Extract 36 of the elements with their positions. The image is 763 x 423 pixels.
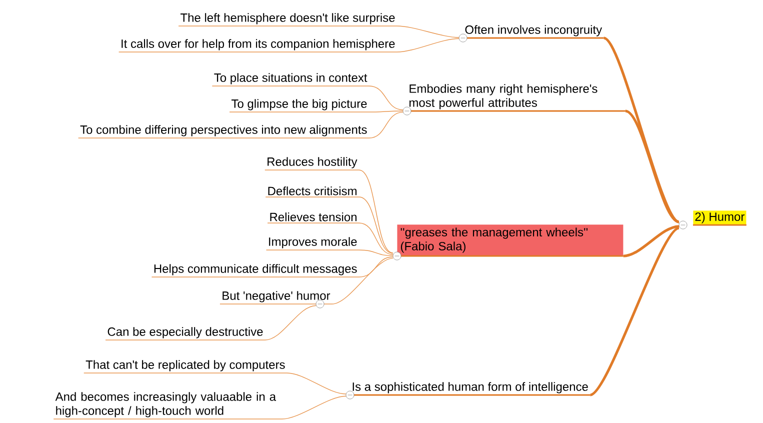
topic-text: Helps communicate difficult messages — [151, 264, 360, 278]
topic-text: Reduces hostility — [264, 157, 360, 170]
highlighted-topic-box: ''greases the management wheels'' (Fabio Sala) — [392, 224, 624, 260]
branch-line — [264, 305, 316, 340]
topic-text: To combine differing perspectives into new alignments — [78, 125, 370, 138]
branch-line — [282, 396, 346, 420]
branch-line — [368, 86, 404, 110]
topic-text: Often involves incongruity — [458, 25, 604, 42]
topic-text: Improves morale — [266, 237, 360, 250]
topic-text: To glimpse the big picture — [229, 99, 370, 112]
topic-text: Embodies many right hemisphere's most powerful attributes — [402, 84, 626, 116]
topic-text: The left hemisphere doesn't like surprise — [178, 13, 398, 26]
branch-line — [368, 110, 404, 112]
branch-line — [358, 222, 394, 255]
branch-line — [358, 170, 394, 254]
branch-line — [396, 26, 460, 38]
branch-line — [332, 258, 394, 304]
topic-text: Relieves tension — [267, 212, 360, 224]
branch-line — [623, 225, 680, 258]
branch-line — [396, 38, 460, 52]
branch-line — [358, 250, 394, 256]
topic-text: But 'negative' humor — [220, 291, 332, 308]
branch-line — [368, 112, 404, 138]
branch-line — [590, 226, 680, 396]
topic-text: Can be especially destructive — [105, 327, 266, 340]
branch-line — [358, 196, 394, 254]
topic-text: Deflects critisism — [265, 186, 360, 198]
central-topic: 2) Humor — [678, 210, 746, 230]
branch-line — [624, 110, 680, 224]
topic-text: And becomes increasingly valuaable in a high-concept / high-touch world — [53, 392, 282, 420]
topic-text: To place situations in context — [212, 73, 370, 86]
topic-text: It calls over for help from its companion hemisphere — [118, 39, 398, 52]
topic-text: Is a sophisticated human form of intelligence — [346, 382, 590, 400]
topic-text: That can't be replicated by computers — [83, 360, 288, 374]
branch-line — [286, 372, 346, 394]
branch-line — [358, 256, 394, 278]
